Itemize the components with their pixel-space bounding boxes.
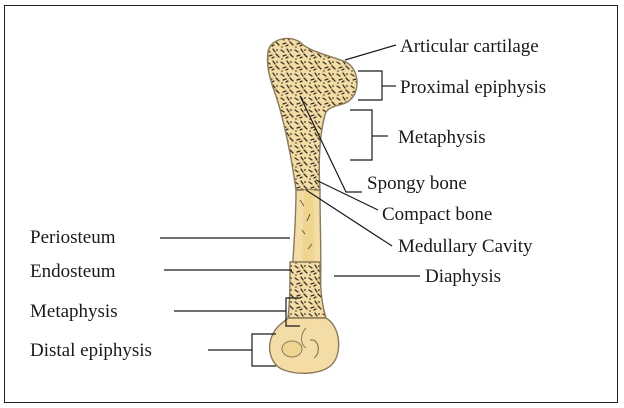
bone-illustration xyxy=(267,38,357,373)
proximal-epiphysis-shape xyxy=(267,38,357,190)
label-proximal-epiphysis: Proximal epiphysis xyxy=(400,77,546,98)
label-periosteum: Periosteum xyxy=(30,227,116,248)
label-medullary-cavity: Medullary Cavity xyxy=(398,236,533,257)
distal-epiphysis-shape xyxy=(270,318,339,373)
label-metaphysis-lower: Metaphysis xyxy=(30,301,118,322)
label-spongy-bone: Spongy bone xyxy=(367,173,467,194)
label-distal-epiphysis: Distal epiphysis xyxy=(30,340,152,361)
label-metaphysis-upper: Metaphysis xyxy=(398,127,486,148)
label-compact-bone: Compact bone xyxy=(382,204,492,225)
label-articular-cartilage: Articular cartilage xyxy=(400,36,539,57)
lower-metaphysis-shape xyxy=(288,262,326,318)
label-diaphysis: Diaphysis xyxy=(425,266,501,287)
label-endosteum: Endosteum xyxy=(30,261,116,282)
